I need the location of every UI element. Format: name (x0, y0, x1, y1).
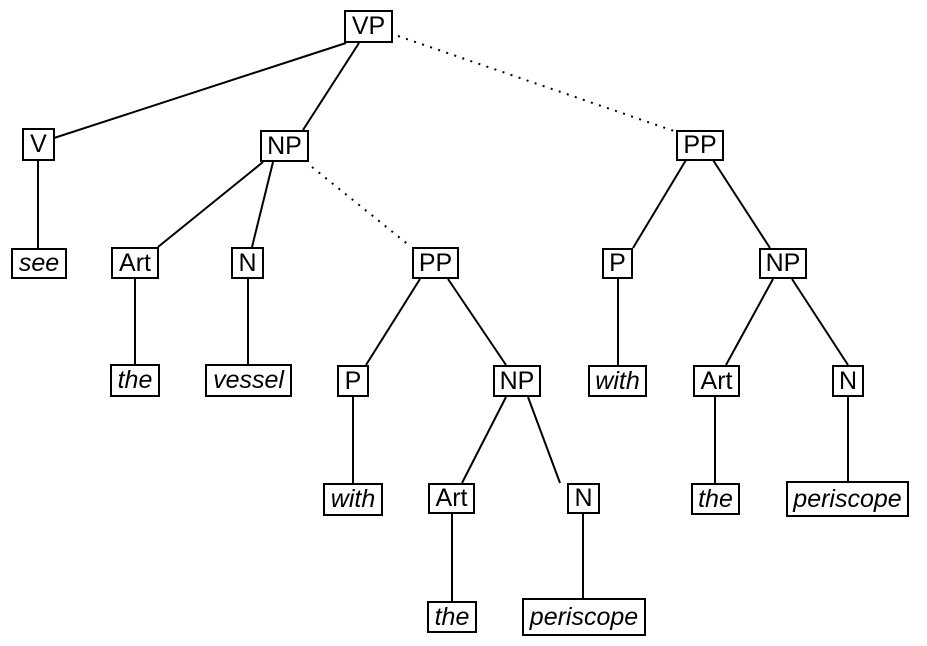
node-the-mid: the (427, 601, 477, 633)
node-with-right: with (588, 365, 647, 397)
edge-np-mid-art-mid (461, 396, 507, 484)
node-n-right: N (832, 365, 864, 397)
edge-np-n-left (251, 161, 274, 248)
edge-np-right-n-right (791, 278, 849, 366)
node-with-mid: with (323, 483, 383, 516)
edge-pp-mid-np-mid (447, 278, 507, 366)
node-vessel: vessel (205, 364, 292, 397)
node-art-mid: Art (428, 483, 475, 514)
node-np-obj: NP (260, 130, 309, 162)
node-the-right: the (691, 483, 740, 515)
node-the-left: the (110, 364, 160, 397)
edge-np-pp-mid (311, 166, 411, 247)
edge-np-right-art-right (725, 278, 774, 366)
node-n-mid: N (567, 483, 600, 514)
node-art-right: Art (693, 365, 740, 397)
node-vp: VP (344, 10, 393, 43)
node-p-mid: P (337, 365, 369, 397)
node-see: see (11, 248, 67, 279)
node-p-right: P (602, 248, 633, 279)
node-np-mid: NP (493, 365, 541, 397)
node-np-right: NP (759, 248, 807, 279)
node-art-left: Art (111, 247, 159, 279)
node-n-left: N (231, 247, 264, 279)
edge-vp-np (302, 42, 360, 131)
edge-np-mid-n-mid (527, 396, 561, 484)
node-pp-right: PP (676, 130, 724, 161)
edge-vp-v (53, 42, 347, 139)
node-periscope-right: periscope (786, 481, 909, 517)
node-v: V (22, 128, 55, 161)
edge-vp-pp-right (397, 35, 675, 132)
node-pp-mid: PP (412, 247, 459, 279)
edge-pp-mid-p-mid (365, 278, 421, 366)
edge-pp-right-np-right (712, 159, 771, 249)
edge-pp-right-p-right (632, 159, 687, 249)
edge-np-art-left (157, 161, 264, 248)
node-periscope-mid: periscope (522, 598, 646, 636)
